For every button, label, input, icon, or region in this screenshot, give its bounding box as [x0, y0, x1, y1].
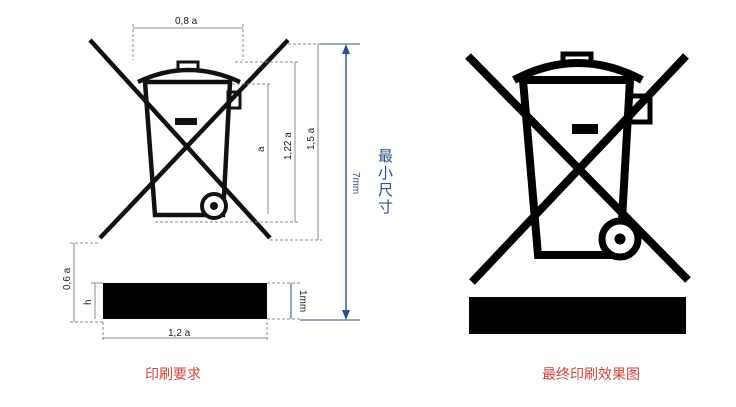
dim-label-a: a [256, 146, 267, 152]
right-symbol [465, 51, 691, 285]
left-black-bar [103, 283, 267, 319]
left-symbol [88, 38, 290, 240]
dim-label-06a: 0,6 a [62, 267, 73, 290]
cross-line-2 [98, 38, 290, 240]
dim-7mm [300, 43, 360, 321]
cross-line-1 [88, 38, 272, 240]
arrow-down-icon [342, 310, 350, 320]
caption-final-print-effect: 最终印刷效果图 [542, 368, 640, 383]
caption-print-requirements: 印刷要求 [145, 368, 201, 383]
dim-label-7mm: 7mm [350, 172, 361, 194]
min-size-label: 最小尺寸 [376, 148, 393, 216]
dim-label-bottom-width: 1,2 a [168, 328, 191, 339]
bin-wheel-hub [614, 233, 626, 245]
bin-side-handle [627, 93, 653, 125]
dim-label-top-width: 0,8 a [175, 16, 198, 27]
bin-label [175, 118, 197, 125]
bin-side-handle [226, 90, 242, 110]
arrow-up-icon [342, 44, 350, 54]
dim-label-122a: 1,22 a [283, 132, 294, 160]
bin-label [572, 124, 598, 134]
dim-label-15a: 1,5 a [306, 127, 317, 150]
dimension-lines [70, 24, 322, 342]
bin-lid-handle [560, 51, 594, 67]
bin-lid-handle [176, 60, 200, 72]
dim-label-h: h [83, 299, 94, 305]
dim-label-1mm: 1mm [297, 290, 308, 312]
right-black-bar [469, 297, 686, 334]
bin-wheel-hub [210, 202, 218, 210]
